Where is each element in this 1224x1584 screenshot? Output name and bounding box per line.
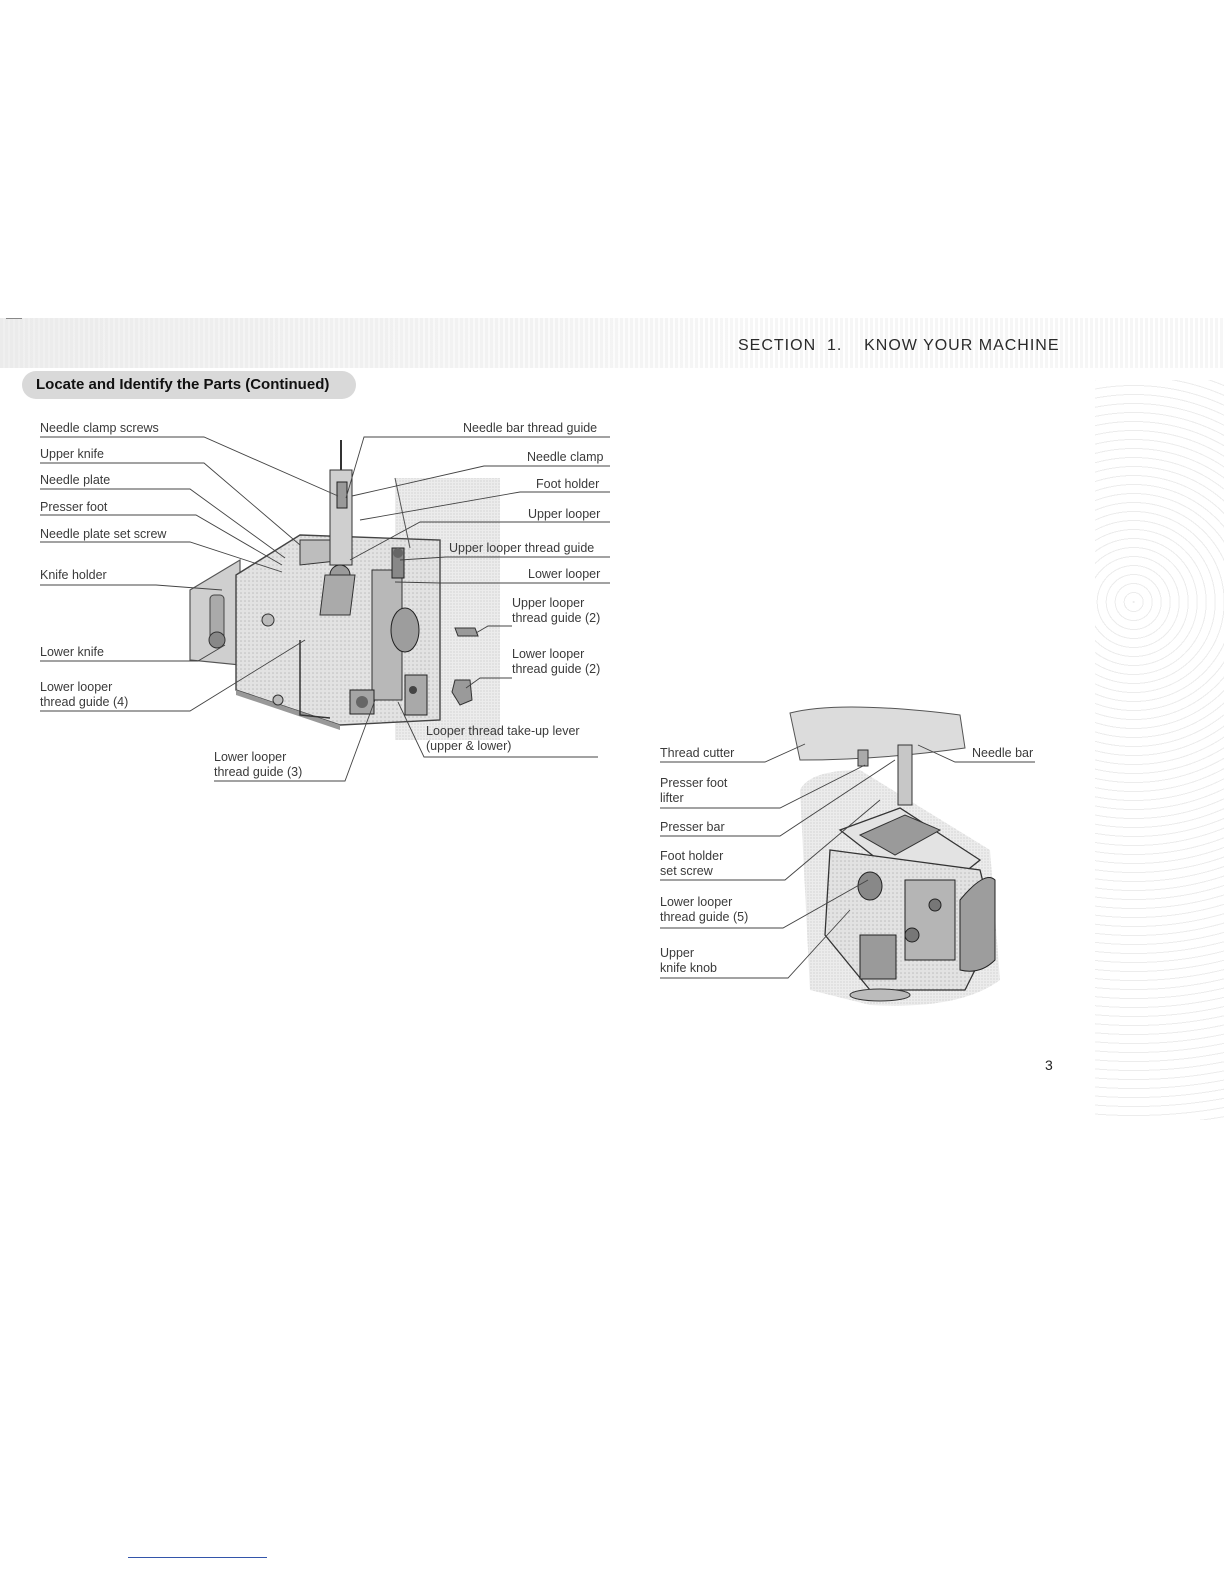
label-knife-holder: Knife holder [40,568,107,582]
label-upper-knife: Upper knife [40,447,104,461]
label-needle-clamp: Needle clamp [527,450,604,464]
label-lower-looper-thread-guide-3: Lower looper thread guide (3) [214,750,303,779]
label-needle-bar: Needle bar [972,746,1034,760]
label-upper-looper-thread-guide-2: Upper looper thread guide (2) [512,596,601,625]
section-heading: SECTION 1. KNOW YOUR MACHINE [738,337,1060,354]
label-presser-foot-lifter: Presser foot lifter [660,776,728,805]
label-thread-cutter: Thread cutter [660,746,735,760]
label-lower-knife: Lower knife [40,645,104,659]
label-upper-looper-thread-guide: Upper looper thread guide [449,541,595,555]
page-number: 3 [1045,1057,1053,1073]
label-upper-looper: Upper looper [528,507,601,521]
page-title: Locate and Identify the Parts (Continued… [36,376,330,393]
margin-mark [6,318,22,319]
label-lower-looper: Lower looper [528,567,601,581]
label-needle-plate-set-screw: Needle plate set screw [40,527,167,541]
label-foot-holder-set-screw: Foot holder set screw [660,849,724,878]
side-view-leader-lines [660,743,1035,979]
label-lower-looper-thread-guide-5: Lower looper thread guide (5) [660,895,749,924]
scan-noise [1095,380,1224,1120]
label-presser-foot: Presser foot [40,500,108,514]
label-lower-looper-thread-guide-2: Lower looper thread guide (2) [512,647,601,676]
page-title-banner: Locate and Identify the Parts (Continued… [22,371,356,399]
label-needle-plate: Needle plate [40,473,111,487]
bottom-rule [128,1557,267,1558]
label-upper-knife-knob: Upper knife knob [660,946,717,975]
front-view-leader-lines [40,436,610,782]
label-lower-looper-thread-guide-4: Lower looper thread guide (4) [40,680,129,709]
label-needle-bar-thread-guide: Needle bar thread guide [463,421,598,435]
header-band [0,318,1224,368]
label-looper-thread-take-up-lever: Looper thread take-up lever (upper & low… [426,724,580,753]
side-view-illustration [789,706,1000,1006]
label-needle-clamp-screws: Needle clamp screws [40,421,159,435]
label-presser-bar: Presser bar [660,820,725,834]
label-foot-holder: Foot holder [536,477,600,491]
front-view-illustration [189,440,500,740]
